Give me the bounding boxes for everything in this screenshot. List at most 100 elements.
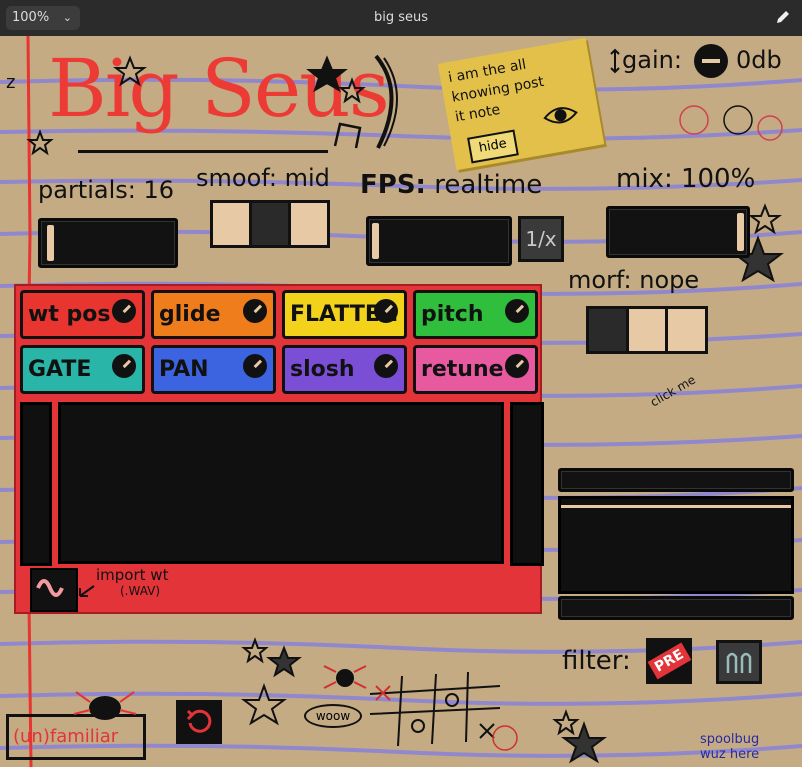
param-label: slosh (290, 357, 355, 382)
sticky-hide-label: hide (477, 136, 509, 156)
mix-slider[interactable] (606, 206, 750, 258)
music-note-icon (333, 122, 362, 149)
wavetable-left-rail[interactable] (20, 402, 52, 566)
param-label: GATE (28, 357, 92, 382)
param-tile[interactable]: FLATTEN (282, 290, 407, 339)
fps-label-row: FPS: realtime (360, 170, 542, 200)
star-icon (338, 77, 366, 104)
slider-handle[interactable] (737, 213, 744, 251)
partials-slider[interactable] (38, 218, 178, 268)
output-scope[interactable] (558, 496, 794, 594)
logo-swirl-icon (374, 54, 398, 149)
reset-icon (186, 709, 212, 733)
reset-button[interactable] (176, 700, 222, 744)
morf-value: nope (639, 266, 700, 294)
param-knob[interactable] (374, 354, 398, 378)
filter-pre-button[interactable]: PRE (646, 638, 692, 684)
arrow-updown-icon (610, 48, 620, 74)
gain-label: gain: (622, 46, 682, 74)
param-label: PAN (159, 357, 209, 382)
sticky-line-3: it note (453, 101, 502, 126)
logo-underline (78, 150, 328, 153)
zoom-select[interactable]: 100% ⌄ (6, 6, 80, 30)
smoof-option-2[interactable] (252, 203, 291, 245)
smoof-label: smoof: (196, 164, 277, 192)
woow-bubble: woow (304, 704, 362, 728)
param-knob[interactable] (505, 354, 529, 378)
star-icon (266, 645, 302, 678)
svg-text:z: z (6, 72, 15, 93)
param-knob[interactable] (243, 354, 267, 378)
woow-text: woow (315, 709, 351, 723)
fps-ratio-label: 1/x (525, 227, 557, 251)
star-icon (552, 709, 580, 736)
morf-label-row: morf: nope (568, 266, 699, 294)
wavetable-display[interactable] (58, 402, 504, 564)
decorations (26, 55, 784, 764)
param-tile[interactable]: wt pos (20, 290, 145, 339)
partials-value: 16 (143, 176, 175, 204)
mix-value: 100% (680, 164, 756, 194)
param-tile[interactable]: pitch (413, 290, 538, 339)
fps-ratio-button[interactable]: 1/x (518, 216, 564, 262)
morf-option-3[interactable] (668, 309, 705, 351)
arrow-left-icon (79, 585, 95, 597)
spider-icon (323, 665, 367, 689)
gain-control: gain: 0db (608, 44, 798, 82)
window-title: big seus (373, 10, 429, 25)
filter-post-button[interactable] (716, 640, 762, 684)
gain-knob[interactable] (694, 44, 728, 78)
partials-label: partials: (38, 176, 136, 204)
familiar-label: (un)familiar (13, 726, 119, 747)
param-tile[interactable]: retune (413, 345, 538, 394)
slider-handle[interactable] (372, 223, 379, 259)
zoom-value: 100% (12, 10, 50, 25)
star-icon (241, 683, 287, 726)
mix-label: mix: (616, 164, 673, 194)
mix-label-row: mix: 100% (616, 164, 755, 194)
smoof-option-3[interactable] (291, 203, 327, 245)
window-titlebar: 100% ⌄ big seus (0, 0, 802, 36)
chevron-down-icon: ⌄ (62, 11, 72, 24)
eye-icon (543, 107, 578, 124)
param-knob[interactable] (505, 299, 529, 323)
param-tile[interactable]: glide (151, 290, 276, 339)
sticky-hide-button[interactable]: hide (467, 129, 519, 164)
smoof-label-row: smoof: mid (196, 164, 330, 192)
edit-pencil-icon[interactable] (774, 8, 792, 26)
logo: Big Seus (48, 44, 390, 154)
param-knob[interactable] (112, 299, 136, 323)
import-wt-button[interactable] (30, 568, 78, 612)
param-tile[interactable]: slosh (282, 345, 407, 394)
slider-handle[interactable] (47, 225, 54, 261)
star-icon (561, 721, 607, 764)
smoof-option-1[interactable] (213, 203, 252, 245)
waveform-icon (36, 579, 64, 597)
spider-icon (73, 691, 137, 720)
star-icon (26, 129, 54, 156)
param-knob[interactable] (112, 354, 136, 378)
star-icon (113, 55, 147, 87)
param-knob[interactable] (374, 299, 398, 323)
gain-value: 0db (736, 46, 782, 74)
output-bar-bottom[interactable] (558, 596, 794, 620)
morf-option-2[interactable] (629, 309, 669, 351)
smoof-selector[interactable] (210, 200, 330, 248)
param-tile[interactable]: GATE (20, 345, 145, 394)
fps-label: FPS: (360, 170, 426, 200)
fps-slider[interactable] (366, 216, 512, 266)
wavetable-right-rail[interactable] (510, 402, 544, 566)
output-bar-top[interactable] (558, 468, 794, 492)
import-label: import wt (.WAV) (96, 566, 168, 598)
param-knob[interactable] (243, 299, 267, 323)
familiar-toggle[interactable]: (un)familiar (6, 714, 146, 760)
morf-option-1[interactable] (589, 309, 629, 351)
morf-label: morf: (568, 266, 632, 294)
partials-label-row: partials: 16 (38, 176, 174, 204)
param-label: pitch (421, 302, 484, 327)
filter-pre-label: PRE (647, 642, 691, 680)
param-tile[interactable]: PAN (151, 345, 276, 394)
morf-selector[interactable] (586, 306, 708, 354)
